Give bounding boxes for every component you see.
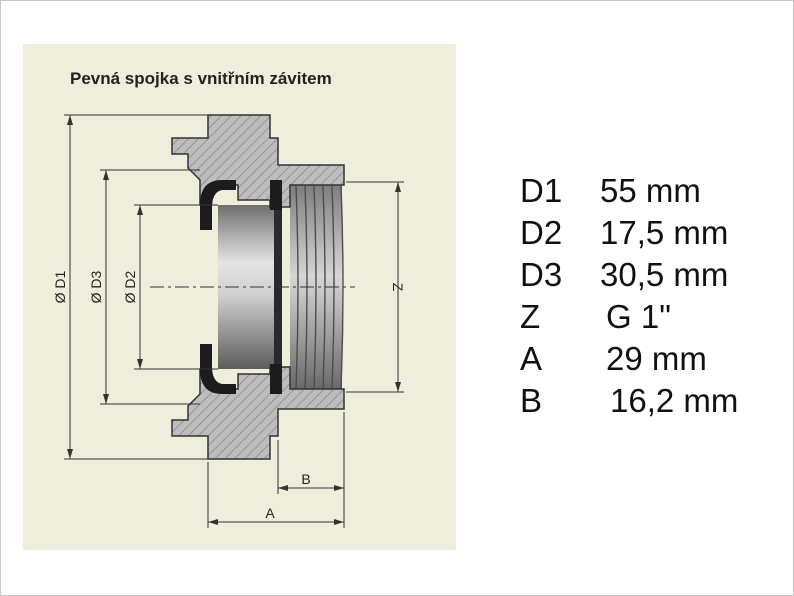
spec-value: 17,5 mm <box>600 214 729 251</box>
d1-label: Ø D1 <box>52 270 68 303</box>
spec-key: B <box>520 382 543 419</box>
spec-value: 29 mm <box>606 340 707 377</box>
spec-key: D1 <box>520 172 563 209</box>
spec-value: 55 mm <box>600 172 701 209</box>
gasket-upper <box>270 180 282 210</box>
a-label: A <box>265 505 275 521</box>
spec-key: Z <box>520 298 541 335</box>
z-label: Z <box>390 283 406 292</box>
d3-label: Ø D3 <box>88 270 104 303</box>
spec-key: A <box>520 340 543 377</box>
gasket-lower <box>270 364 282 394</box>
spec-value: 30,5 mm <box>600 256 729 293</box>
drawing-title: Pevná spojka s vnitřním závitem <box>70 69 332 88</box>
b-label: B <box>301 471 310 487</box>
spec-value: 16,2 mm <box>610 382 739 419</box>
spec-key: D2 <box>520 214 563 251</box>
seal-ring-upper <box>200 180 236 230</box>
seal-ring-lower <box>200 344 236 394</box>
spec-value: G 1" <box>606 298 671 335</box>
d2-label: Ø D2 <box>122 270 138 303</box>
spec-key: D3 <box>520 256 563 293</box>
